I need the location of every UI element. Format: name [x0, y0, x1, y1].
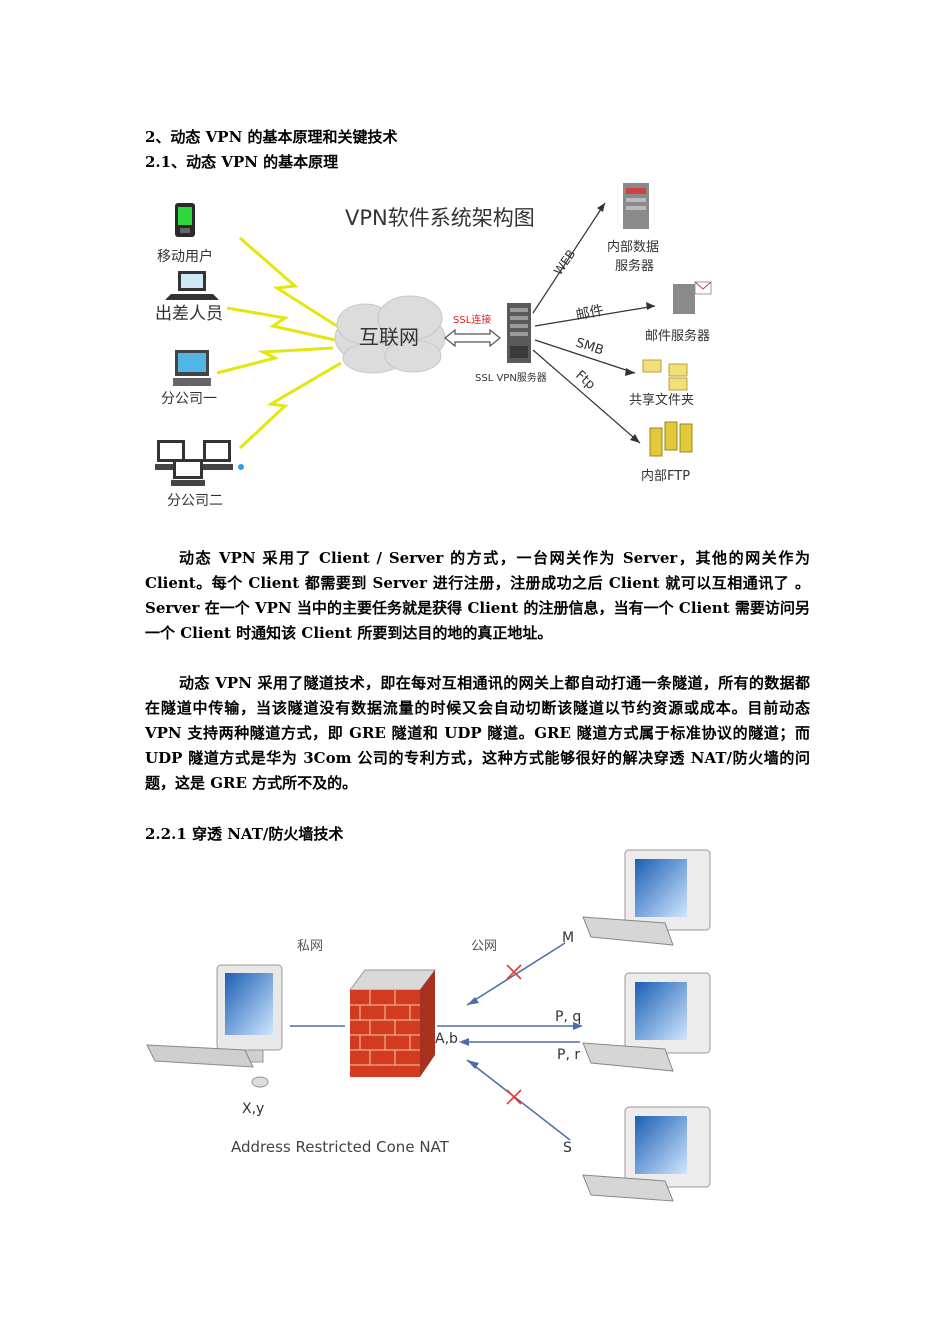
server-tower-icon	[507, 303, 531, 363]
mobile-user-label: 移动用户	[157, 248, 213, 265]
vpn-architecture-diagram: VPN软件系统架构图 移动用户 出差人员 分公司一 分公司二	[155, 183, 712, 509]
ssl-server-label: SSL VPN服务器	[475, 371, 547, 384]
mail-server-label: 邮件服务器	[645, 328, 710, 344]
section-heading-2: 2、动态 VPN 的基本原理和关键技术	[145, 128, 398, 146]
double-arrow-icon	[444, 328, 501, 348]
firewall-icon	[349, 969, 436, 1077]
remote-computer-s-icon	[582, 1106, 711, 1202]
diagram-title: VPN软件系统架构图	[345, 206, 535, 230]
remote-computer-m-icon	[582, 849, 711, 946]
internal-ftp-label: 内部FTP	[641, 468, 690, 484]
branch1-label: 分公司一	[161, 391, 217, 407]
pr-label: P, r	[557, 1047, 580, 1063]
web-label: WEB	[551, 247, 578, 278]
client-address-label: X,y	[242, 1101, 264, 1117]
section-heading-2-1: 2.1、动态 VPN 的基本原理	[145, 153, 339, 171]
paragraph-client-server: 动态 VPN 采用了 Client / Server 的方式，一台网关作为 Se…	[145, 549, 810, 642]
host-s-label: S	[563, 1140, 572, 1156]
mail-server-icon	[673, 281, 712, 314]
service-arrows	[532, 202, 656, 444]
client-computer-icon	[146, 964, 283, 1088]
nat-traversal-diagram: 私网 公网 X,y Address Restricted Cone NAT A,…	[146, 849, 711, 1202]
arrow-heads-2	[459, 997, 583, 1069]
desktop-computer-icon	[173, 350, 211, 386]
ftp-storage-icon	[649, 421, 693, 457]
shared-folder-label: 共享文件夹	[629, 392, 694, 408]
internal-db-label-2: 服务器	[615, 258, 654, 274]
nat-arrows	[437, 942, 580, 1141]
nat-address-label: A,b	[435, 1031, 458, 1047]
laptop-icon	[165, 271, 219, 300]
nat-caption: Address Restricted Cone NAT	[231, 1138, 450, 1156]
internal-db-label: 内部数据	[607, 239, 659, 255]
branch2-label: 分公司二	[167, 493, 223, 509]
mail-label: 邮件	[575, 302, 606, 323]
host-m-label: M	[562, 930, 574, 946]
ssl-link-label: SSL连接	[453, 313, 491, 326]
mobile-phone-icon	[175, 203, 195, 237]
wireless-link-lines	[216, 236, 342, 450]
blocked-x-marks	[506, 964, 522, 1105]
database-server-icon	[623, 183, 649, 229]
section-heading-2-2-1: 2.2.1 穿透 NAT/防火墙技术	[145, 825, 344, 843]
pq-label: P, q	[555, 1009, 581, 1025]
folder-icon	[642, 359, 688, 391]
paragraph-tunnel-tech: 动态 VPN 采用了隧道技术，即在每对互相通讯的网关上都自动打通一条隧道，所有的…	[145, 674, 810, 792]
remote-computer-p-icon	[582, 972, 711, 1072]
smb-label: SMB	[574, 336, 606, 359]
private-network-label: 私网	[297, 939, 323, 954]
public-network-label: 公网	[471, 939, 497, 954]
arrow-heads	[597, 203, 655, 443]
internet-cloud-icon	[334, 295, 446, 374]
travel-staff-label: 出差人员	[155, 304, 223, 324]
ftp-label: Ftp	[572, 368, 598, 393]
desktop-group-icon	[155, 440, 244, 486]
internet-label: 互联网	[359, 325, 419, 349]
